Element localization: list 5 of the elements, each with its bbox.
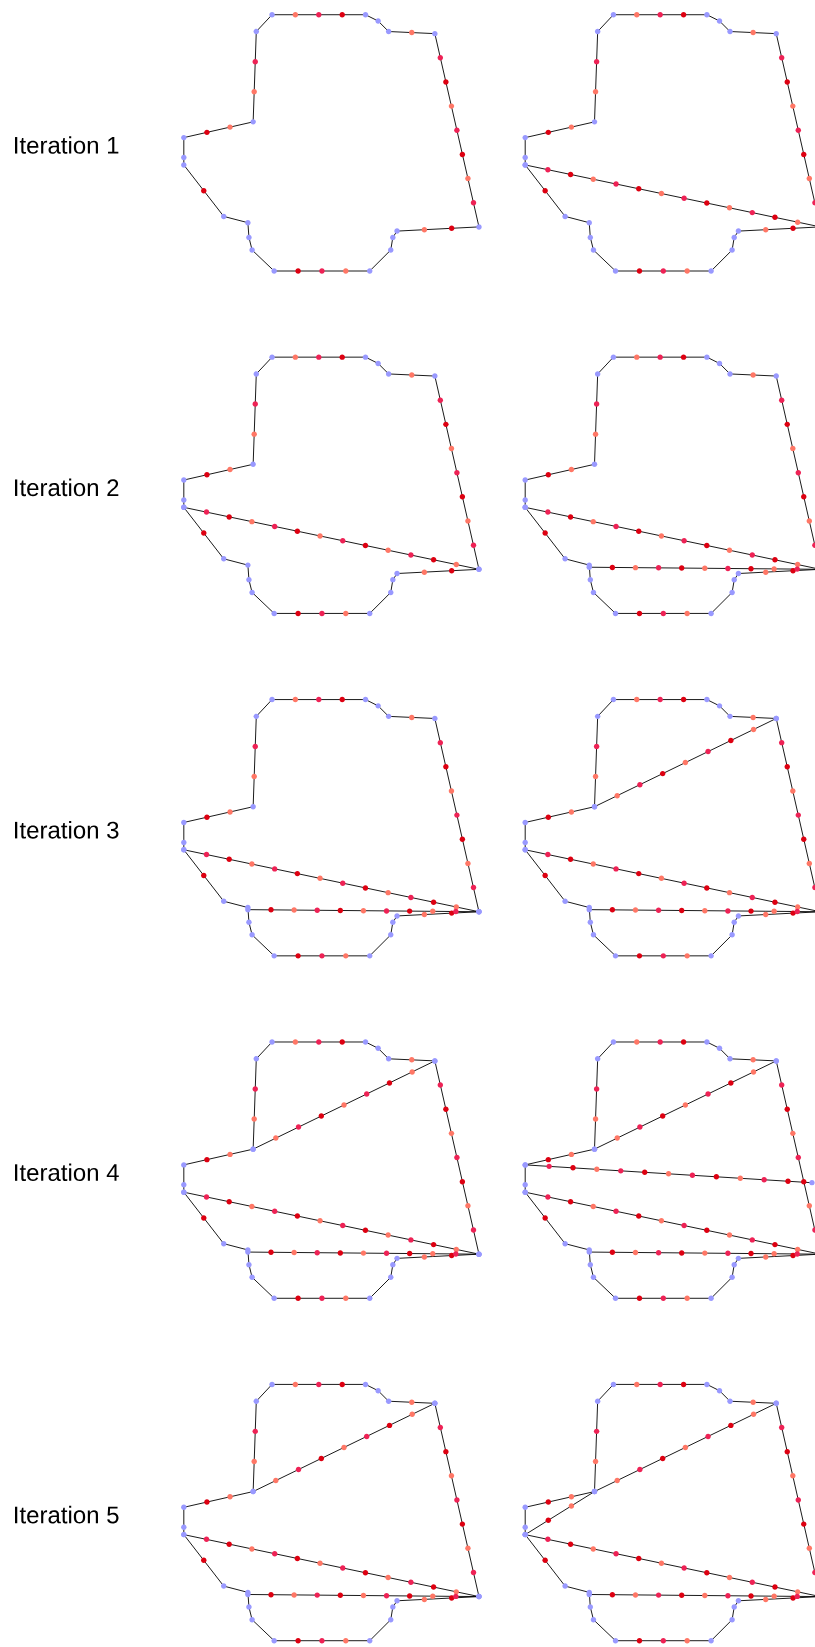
row-label: Iteration 4 (15, 1163, 119, 1182)
row-label: Iteration 1 (15, 136, 119, 154)
row-label: Iteration 5 (15, 1505, 119, 1524)
row-label: Iteration 2 (15, 478, 119, 497)
row-label: Iteration 3 (15, 821, 119, 839)
